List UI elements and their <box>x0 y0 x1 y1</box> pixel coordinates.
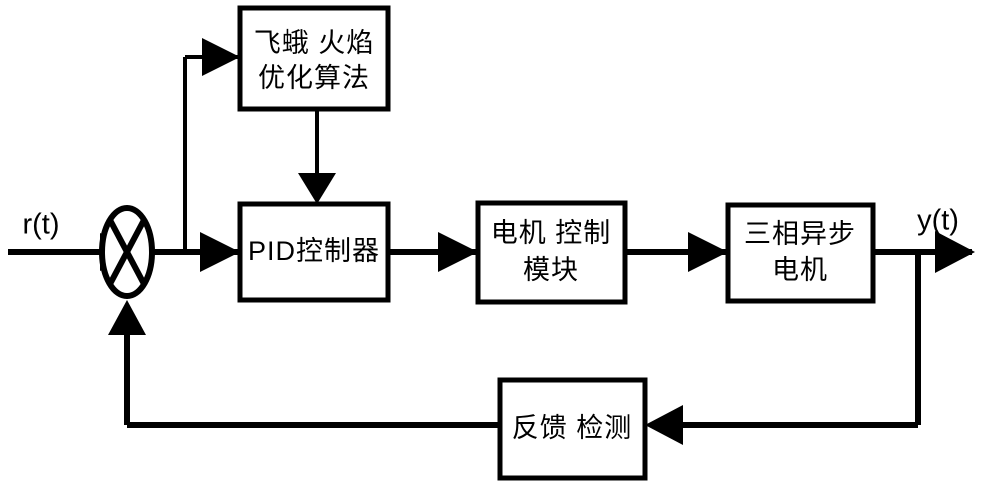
block-motor-control-module[interactable]: 电机 控制 模块 <box>475 200 628 305</box>
arrow-head-mfo-input <box>202 38 240 76</box>
block-mfo-label-line1: 飞蛾 火焰 <box>254 28 375 58</box>
wire-output-branch-to-feedback <box>645 252 921 445</box>
block-motor-control-label-line2: 模块 <box>523 255 579 285</box>
wire-pid-to-motor-control <box>388 232 478 272</box>
block-motor-control-label-line1: 电机 控制 <box>491 218 612 248</box>
arrow-head-motor-input <box>688 232 728 272</box>
block-mfo-label-line2: 优化算法 <box>258 63 370 93</box>
wire-motor-to-output <box>873 231 975 273</box>
block-pid-controller[interactable]: PID控制器 <box>237 201 391 303</box>
summing-junction[interactable] <box>99 205 155 299</box>
wire-sum-to-pid <box>152 232 240 272</box>
arrow-head-sum-feedback <box>108 300 146 335</box>
arrow-head-feedback-input <box>645 405 683 445</box>
arrow-head-pid-input <box>200 232 240 272</box>
input-signal-label: r(t) <box>22 209 59 241</box>
wire-mfo-to-pid <box>298 110 336 204</box>
sum-cross-line-2 <box>107 218 147 286</box>
block-feedback-label: 反馈 检测 <box>512 413 633 443</box>
block-mfo[interactable]: 飞蛾 火焰 优化算法 <box>237 5 391 112</box>
arrow-head-output <box>935 231 975 273</box>
wire-motor-control-to-motor <box>625 232 728 272</box>
arrow-head-motor-control-input <box>438 232 478 272</box>
output-signal-label: y(t) <box>917 205 959 237</box>
block-induction-motor-label-line1: 三相异步 <box>744 219 856 249</box>
block-pid-label: PID控制器 <box>248 236 380 266</box>
wire-branch-to-mfo <box>183 38 240 254</box>
arrow-head-pid-tuning <box>298 173 336 204</box>
block-induction-motor-label-line2: 电机 <box>772 255 828 285</box>
block-feedback-detection[interactable]: 反馈 检测 <box>497 377 648 481</box>
wire-feedback-to-sum <box>108 300 500 428</box>
block-induction-motor[interactable]: 三相异步 电机 <box>725 202 876 304</box>
